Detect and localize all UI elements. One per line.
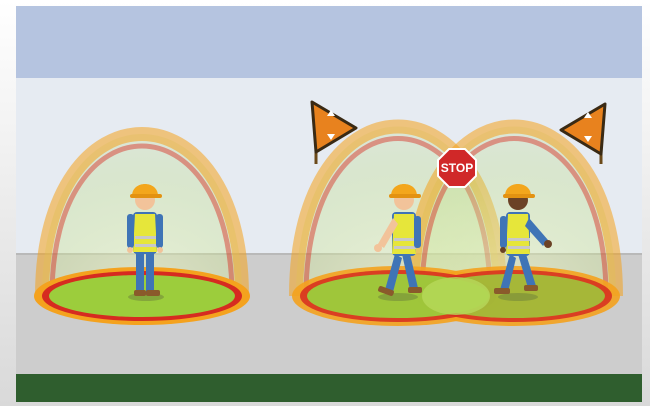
grass-band [16, 374, 642, 402]
stop-sign-icon: STOP [438, 149, 476, 187]
stop-sign-label: STOP [441, 161, 473, 175]
overlapping-zone-floors [292, 266, 620, 326]
sky-band [16, 6, 642, 78]
